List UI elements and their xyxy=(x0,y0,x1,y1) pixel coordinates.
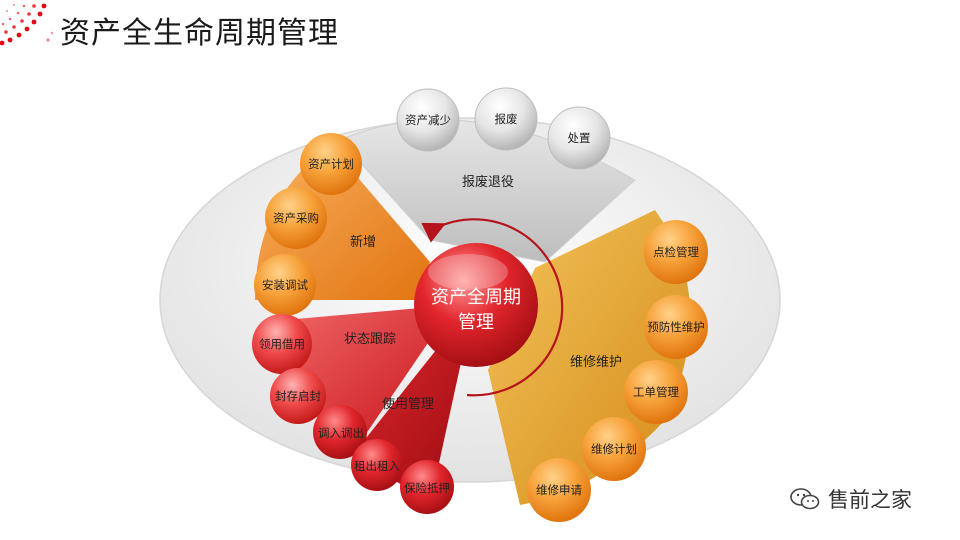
wechat-icon xyxy=(790,487,820,511)
center-title-line1: 资产全周期 xyxy=(431,287,521,308)
svg-text:报废: 报废 xyxy=(495,112,518,126)
ball-seal: 封存启封 xyxy=(270,368,326,424)
ball-borrow: 领用借用 xyxy=(252,314,312,374)
svg-text:保险抵押: 保险抵押 xyxy=(404,481,450,495)
svg-text:调入调出: 调入调出 xyxy=(318,426,364,440)
ball-reduce: 资产减少 xyxy=(397,89,459,151)
center-title-line2: 管理 xyxy=(458,312,494,333)
svg-text:维修申请: 维修申请 xyxy=(536,483,582,497)
ball-repairplan: 维修计划 xyxy=(582,417,646,481)
svg-text:资产计划: 资产计划 xyxy=(308,157,354,171)
center-ball-highlight xyxy=(428,254,508,290)
svg-text:封存启封: 封存启封 xyxy=(275,389,321,403)
svg-text:租出租入: 租出租入 xyxy=(354,459,400,473)
corner-dots-logo xyxy=(0,4,53,46)
ball-dispose: 处置 xyxy=(548,107,610,169)
maintain-sector-label: 维修维护 xyxy=(570,355,622,370)
ball-pledge: 保险抵押 xyxy=(400,460,454,514)
ball-inspect: 点检管理 xyxy=(644,220,708,284)
svg-text:点检管理: 点检管理 xyxy=(653,245,699,259)
ball-purchase: 资产采购 xyxy=(265,187,327,249)
new-sector-label: 新增 xyxy=(350,234,376,250)
svg-text:安装调试: 安装调试 xyxy=(262,278,308,292)
ball-preventive: 预防性维护 xyxy=(644,295,708,359)
ball-install: 安装调试 xyxy=(254,254,316,316)
svg-text:维修计划: 维修计划 xyxy=(591,442,637,456)
ball-lease: 租出租入 xyxy=(351,439,403,491)
ball-plan: 资产计划 xyxy=(300,133,362,195)
svg-text:资产采购: 资产采购 xyxy=(273,211,319,225)
status-sector-label: 状态跟踪 xyxy=(344,332,396,347)
ball-repairapply: 维修申请 xyxy=(527,458,591,522)
ball-scrap: 报废 xyxy=(475,88,537,150)
retire-sector-label: 报废退役 xyxy=(462,174,514,190)
svg-text:处置: 处置 xyxy=(568,131,591,145)
watermark-text: 售前之家 xyxy=(828,484,912,514)
svg-text:资产减少: 资产减少 xyxy=(405,113,451,127)
watermark: 售前之家 xyxy=(790,484,912,514)
svg-text:工单管理: 工单管理 xyxy=(633,385,679,399)
svg-text:预防性维护: 预防性维护 xyxy=(647,320,705,334)
svg-text:领用借用: 领用借用 xyxy=(259,337,305,351)
use-sector-label: 使用管理 xyxy=(382,396,434,412)
ball-workorder: 工单管理 xyxy=(624,360,688,424)
